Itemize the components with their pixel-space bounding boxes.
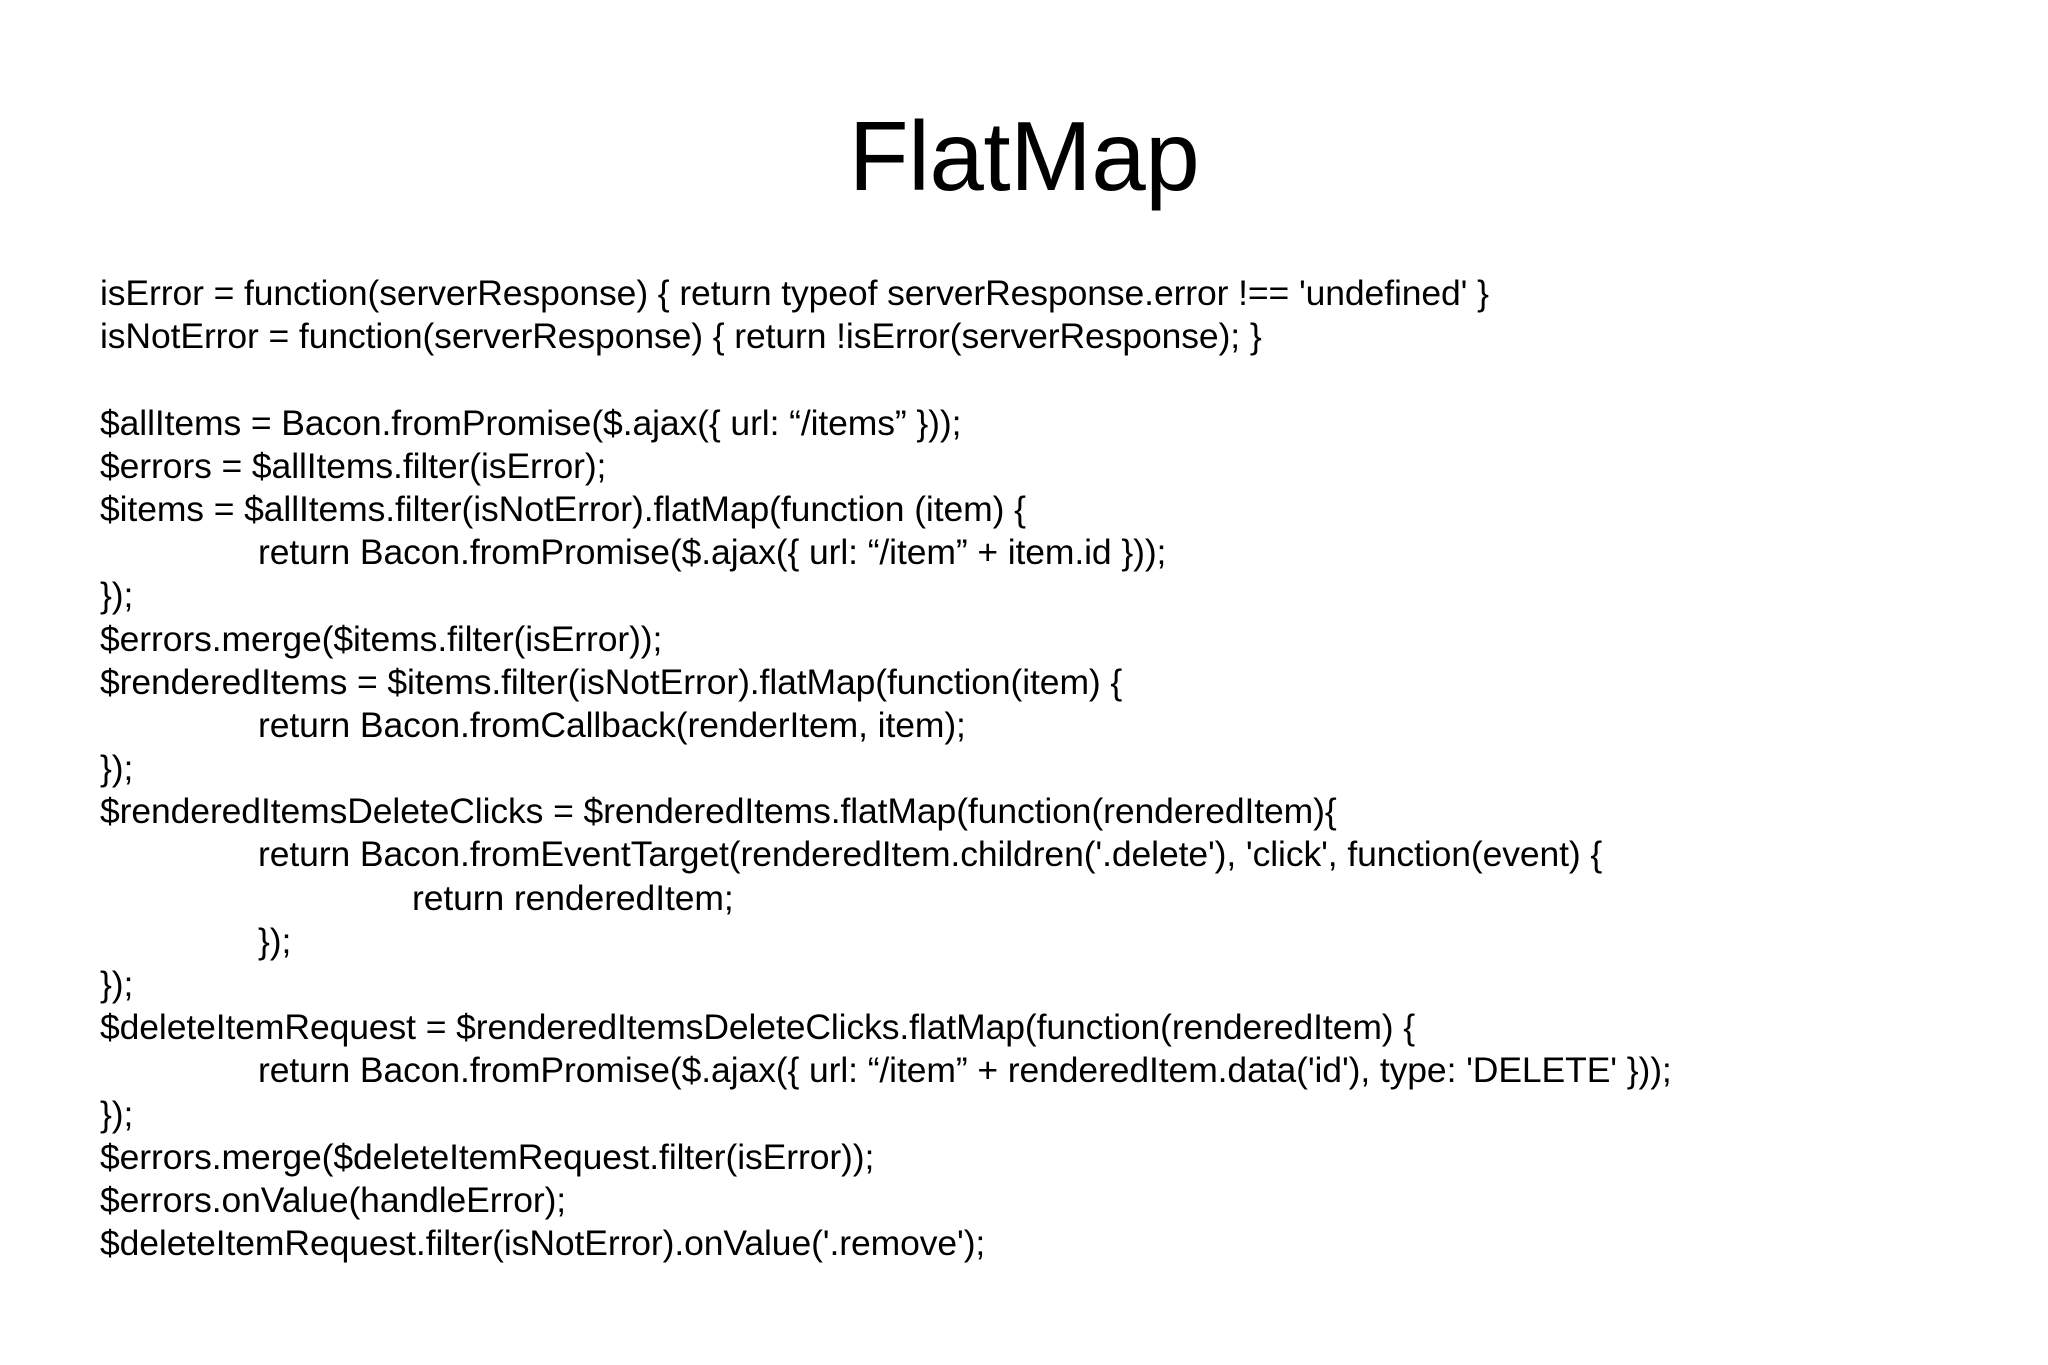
code-line: $renderedItemsDeleteClicks = $renderedIt… (100, 791, 1337, 832)
code-line: }); (100, 1093, 134, 1134)
code-line: $items = $allItems.filter(isNotError).fl… (100, 488, 1026, 529)
code-line: $errors.merge($deleteItemRequest.filter(… (100, 1136, 875, 1177)
code-line: $errors = $allItems.filter(isError); (100, 445, 607, 486)
code-line: return Bacon.fromPromise($.ajax({ url: “… (258, 1050, 1672, 1091)
code-line: $renderedItems = $items.filter(isNotErro… (100, 661, 1123, 702)
code-line: isError = function(serverResponse) { ret… (100, 273, 1489, 313)
code-line: }); (100, 964, 134, 1004)
code-line: $deleteItemRequest = $renderedItemsDelet… (100, 1007, 1416, 1048)
code-line: return Bacon.fromCallback(renderItem, it… (258, 704, 966, 745)
code-line: return Bacon.fromPromise($.ajax({ url: “… (258, 532, 1167, 573)
slide-title: FlatMap (848, 101, 1200, 211)
code-line: $allItems = Bacon.fromPromise($.ajax({ u… (100, 402, 962, 443)
code-line: $deleteItemRequest.filter(isNotError).on… (100, 1223, 986, 1264)
code-line: $errors.merge($items.filter(isError)); (100, 618, 663, 659)
code-line: }); (100, 748, 134, 789)
code-line: return Bacon.fromEventTarget(renderedIte… (258, 834, 1603, 875)
code-line: $errors.onValue(handleError); (100, 1179, 567, 1220)
code-listing: isError = function(serverResponse) { ret… (100, 272, 1980, 1265)
code-line: }); (100, 575, 134, 616)
code-line: }); (258, 920, 292, 961)
code-line: isNotError = function(serverResponse) { … (100, 316, 1262, 357)
code-line-blank (100, 358, 1980, 401)
code-line: return renderedItem; (412, 877, 734, 918)
